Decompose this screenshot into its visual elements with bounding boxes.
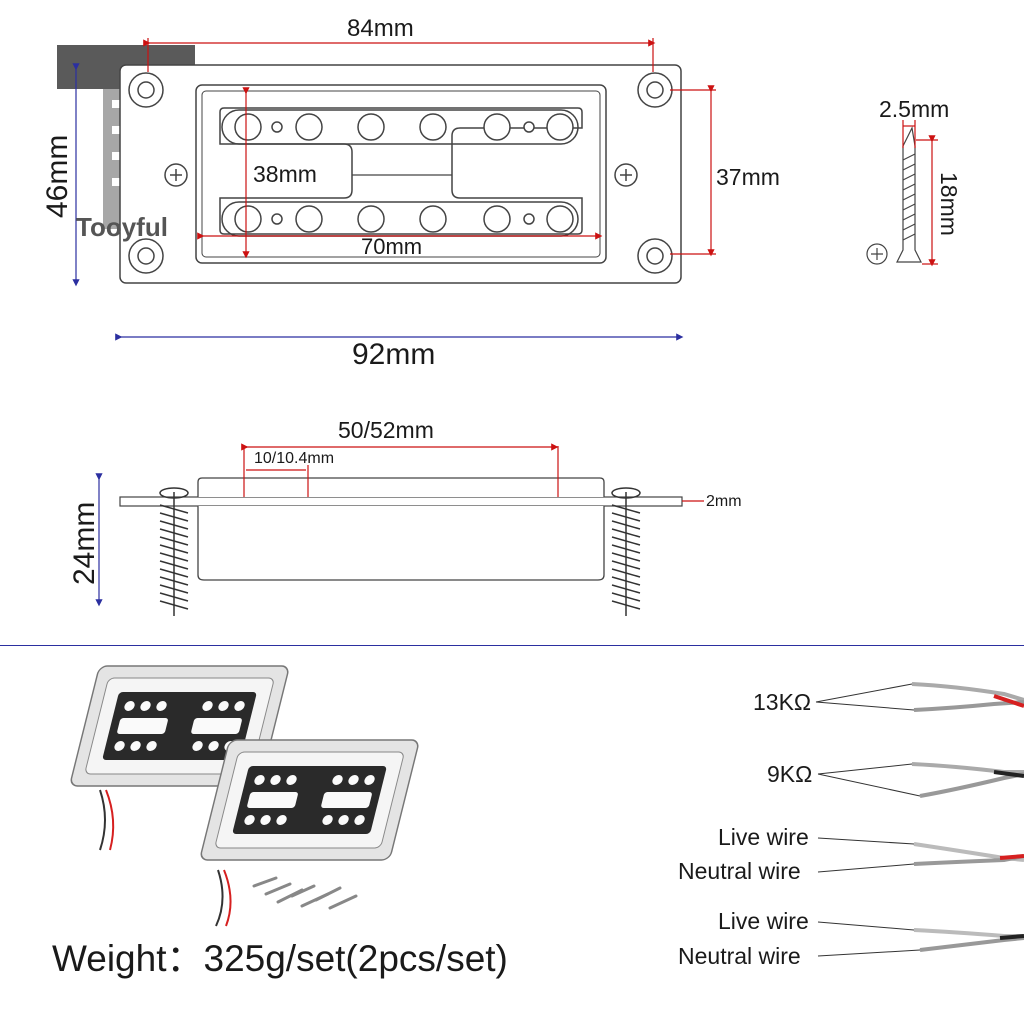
top-view-drawing — [57, 38, 938, 616]
pole-length-label: 50/52mm — [338, 417, 434, 443]
screw-drawing — [866, 126, 922, 265]
screw-diameter-label: 2.5mm — [879, 96, 950, 122]
screw-length-label: 18mm — [936, 172, 962, 236]
pickup-photo — [70, 665, 419, 927]
side-view-drawing — [95, 443, 704, 616]
width-overall-label: 92mm — [352, 338, 436, 371]
inner-height-label: 37mm — [716, 164, 780, 190]
inner-length-label: 70mm — [361, 234, 423, 259]
dimension-lines-red — [143, 38, 716, 259]
plate-thickness-label: 2mm — [706, 493, 742, 510]
screw-dimensions — [902, 120, 938, 267]
live-wire-label-1: Live wire — [718, 824, 809, 850]
bobbin-height-label: 38mm — [253, 161, 317, 187]
height-overall-label: 46mm — [41, 134, 74, 218]
wiring-diagram — [815, 682, 1024, 957]
loose-screws — [252, 876, 358, 910]
side-screws — [164, 163, 638, 187]
weight-text: Weight：325g/set(2pcs/set) — [52, 938, 508, 979]
pickup-photo-right — [200, 739, 419, 861]
neutral-wire-label-2: Neutral wire — [678, 943, 801, 969]
section-divider — [0, 645, 1024, 646]
hole-spacing-label: 84mm — [347, 15, 414, 42]
pole-rows — [221, 109, 579, 237]
dimension-lines-blue — [72, 63, 684, 341]
neutral-wire-label-1: Neutral wire — [678, 858, 801, 884]
resistance-label-13k: 13KΩ — [753, 689, 812, 715]
pole-spacing-label: 10/10.4mm — [254, 450, 335, 467]
brand-name: Tooyful — [76, 212, 168, 242]
live-wire-label-2: Live wire — [718, 908, 809, 934]
resistance-label-9k: 9KΩ — [767, 761, 813, 787]
total-height-label: 24mm — [68, 501, 101, 585]
